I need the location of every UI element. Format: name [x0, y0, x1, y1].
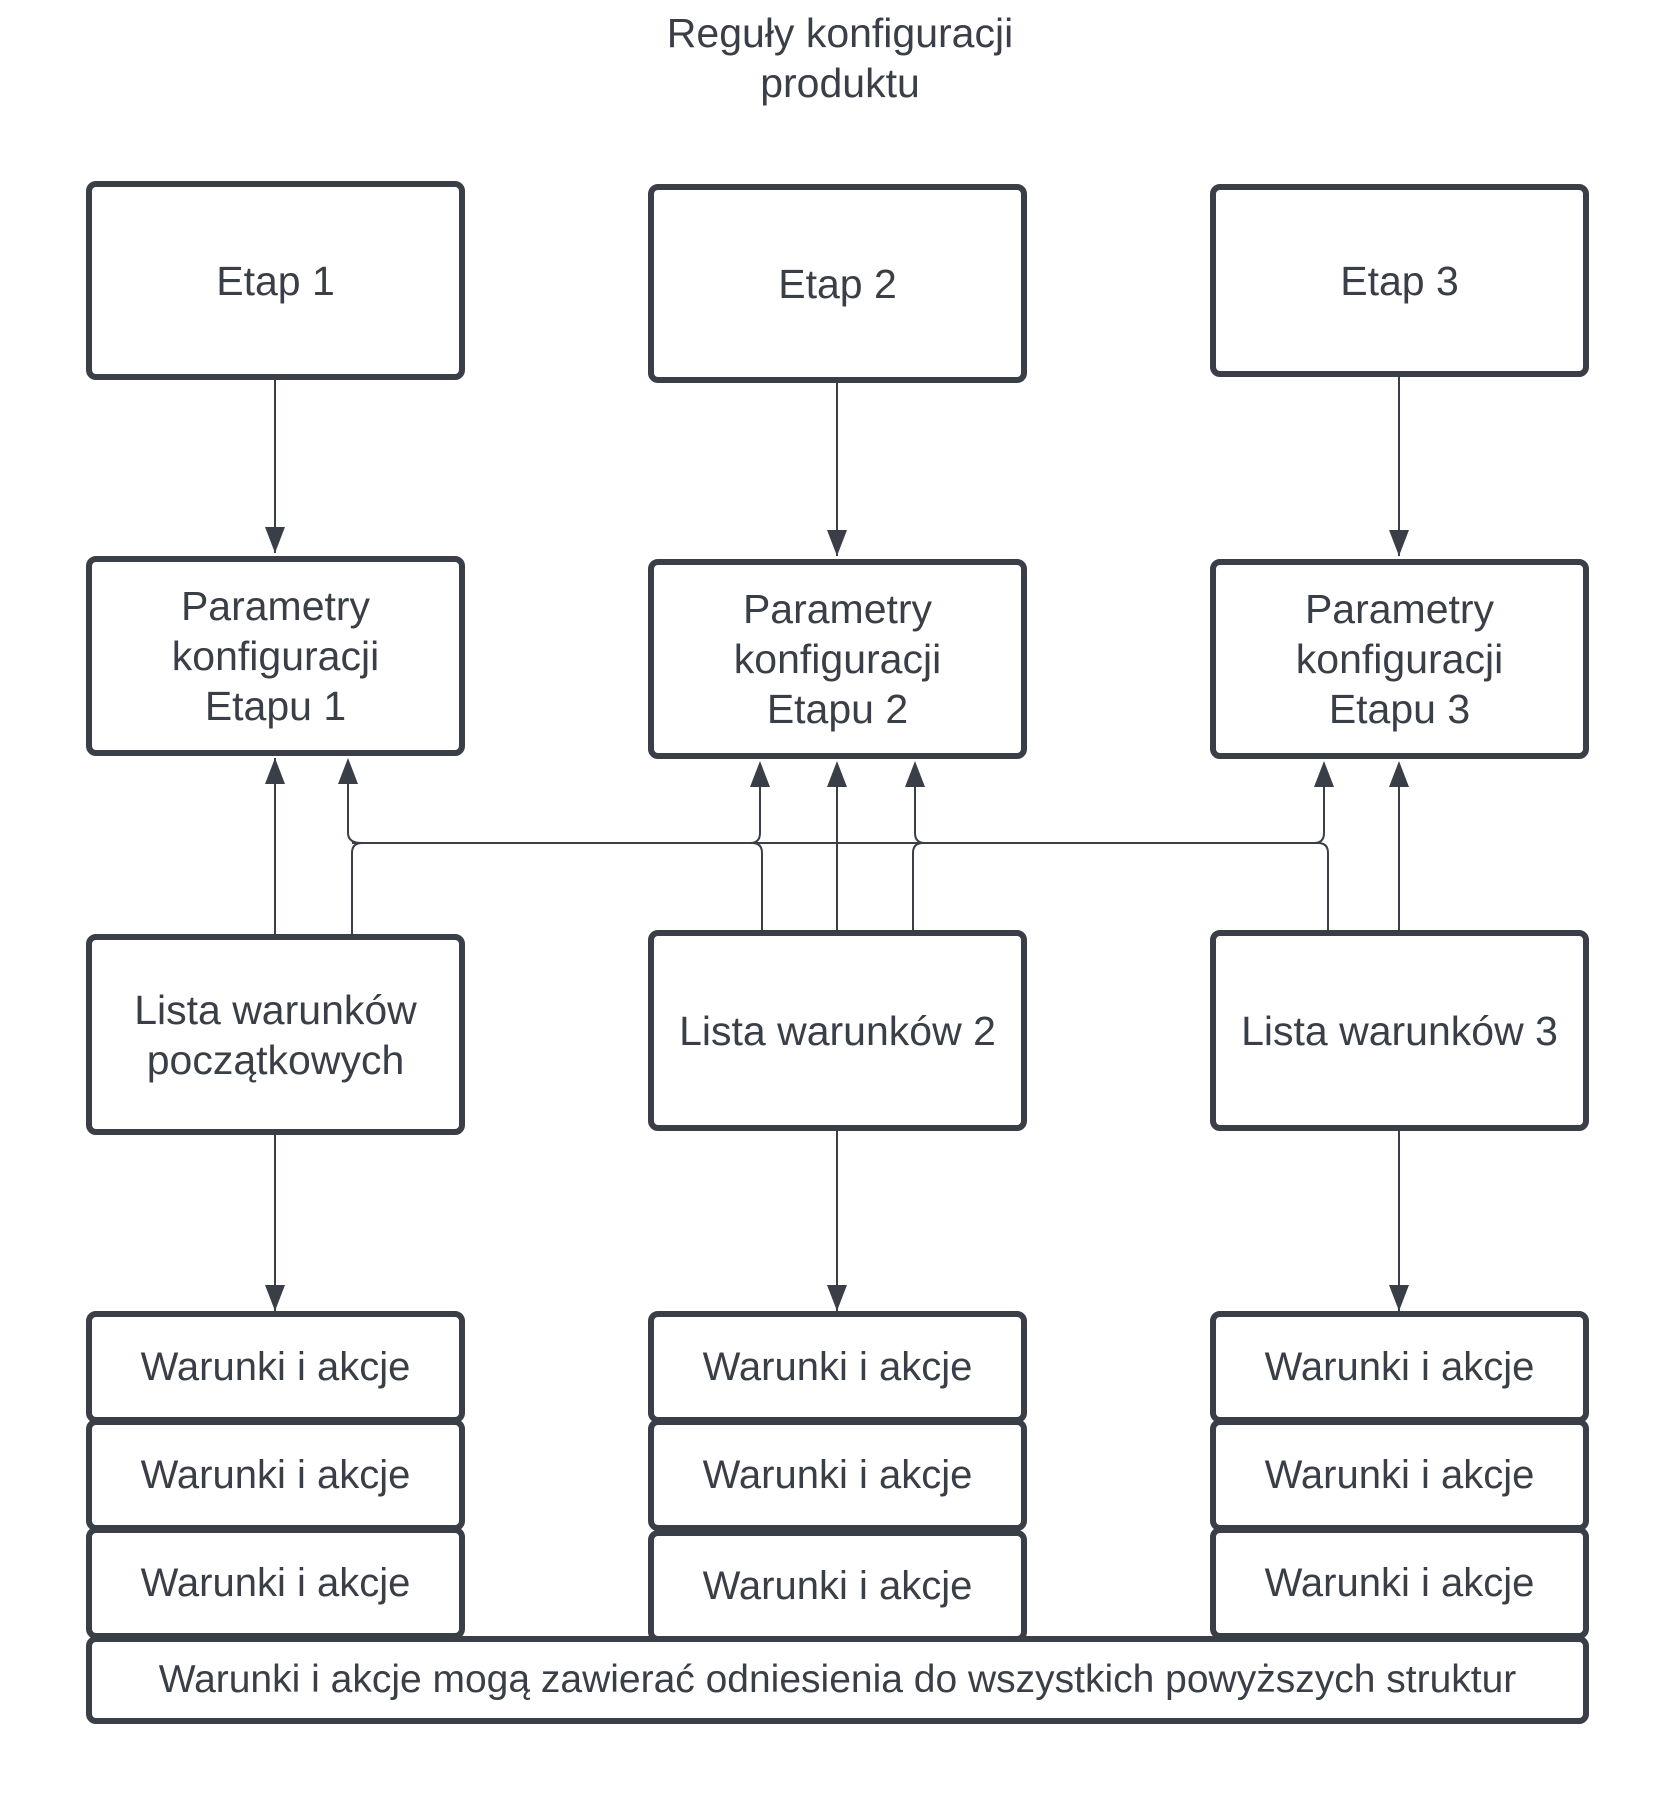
bus-to-params3: [1313, 787, 1325, 844]
diagram-title: Reguły konfiguracji produktu: [540, 8, 1140, 108]
arrowhead-params2-bottom-a: [750, 761, 770, 787]
stage-3-label: Etap 3: [1340, 257, 1459, 304]
params-1-label: Parametry konfiguracji Etapu 1: [171, 583, 380, 729]
arrowhead-params2-top: [827, 530, 847, 556]
params-2-label: Parametry konfiguracji Etapu 2: [733, 586, 942, 732]
arrowhead-params3-bottom-b: [1389, 761, 1409, 787]
arrowhead-params2-bottom-c: [905, 761, 925, 787]
riser-list2-a: [751, 842, 763, 930]
stage-2-box[interactable]: Etap 2: [648, 184, 1027, 383]
rule-3-2-box[interactable]: Warunki i akcje: [1210, 1419, 1589, 1531]
rule-2-3-box[interactable]: Warunki i akcje: [648, 1530, 1027, 1642]
params-3-label: Parametry konfiguracji Etapu 3: [1295, 586, 1504, 732]
stage-1-box[interactable]: Etap 1: [86, 181, 465, 380]
arrowhead-params2-bottom-b: [827, 761, 847, 787]
rule-1-2-label: Warunki i akcje: [140, 1453, 411, 1497]
rule-2-3-label: Warunki i akcje: [702, 1564, 973, 1608]
diagram-title-text: Reguły konfiguracji produktu: [666, 10, 1014, 106]
stage-3-box[interactable]: Etap 3: [1210, 184, 1589, 377]
arrowhead-params1-bottom-b: [338, 758, 358, 784]
bus-to-params1: [347, 784, 363, 844]
params-3-box[interactable]: Parametry konfiguracji Etapu 3: [1210, 559, 1589, 759]
stage-2-label: Etap 2: [778, 260, 897, 307]
rule-1-1-label: Warunki i akcje: [140, 1345, 411, 1389]
params-1-box[interactable]: Parametry konfiguracji Etapu 1: [86, 556, 465, 756]
rule-1-1-box[interactable]: Warunki i akcje: [86, 1311, 465, 1423]
rule-2-2-label: Warunki i akcje: [702, 1453, 973, 1497]
rule-3-3-label: Warunki i akcje: [1264, 1561, 1535, 1605]
footer-note-label: Warunki i akcje mogą zawierać odniesieni…: [158, 1658, 1517, 1701]
rule-3-1-box[interactable]: Warunki i akcje: [1210, 1311, 1589, 1423]
conditions-2-label: Lista warunków 2: [679, 1007, 996, 1054]
arrowhead-params1-top: [265, 527, 285, 553]
arrowhead-params3-top: [1389, 530, 1409, 556]
rule-2-1-label: Warunki i akcje: [702, 1345, 973, 1389]
rule-1-3-label: Warunki i akcje: [140, 1561, 411, 1605]
conditions-2-box[interactable]: Lista warunków 2: [648, 930, 1027, 1131]
rule-3-3-box[interactable]: Warunki i akcje: [1210, 1527, 1589, 1639]
rule-2-1-box[interactable]: Warunki i akcje: [648, 1311, 1027, 1423]
bus-to-params2-c: [914, 787, 926, 844]
bus-to-params2-a: [749, 787, 761, 844]
conditions-3-label: Lista warunków 3: [1241, 1007, 1558, 1054]
arrowhead-params3-bottom-a: [1314, 761, 1334, 787]
rule-1-3-box[interactable]: Warunki i akcje: [86, 1527, 465, 1639]
params-2-box[interactable]: Parametry konfiguracji Etapu 2: [648, 559, 1027, 759]
rule-2-2-box[interactable]: Warunki i akcje: [648, 1419, 1027, 1531]
riser-list2-c: [912, 842, 924, 930]
riser-list3-a: [1317, 842, 1329, 930]
conditions-1-label: Lista warunków początkowych: [134, 986, 417, 1083]
arrowhead-params1-bottom-a: [265, 758, 285, 784]
conditions-3-box[interactable]: Lista warunków 3: [1210, 930, 1589, 1131]
rule-3-2-label: Warunki i akcje: [1264, 1453, 1535, 1497]
riser-list1-to-bus: [351, 842, 363, 935]
arrowhead-rules3: [1389, 1285, 1409, 1311]
footer-note-box[interactable]: Warunki i akcje mogą zawierać odniesieni…: [86, 1636, 1589, 1724]
rule-1-2-box[interactable]: Warunki i akcje: [86, 1419, 465, 1531]
arrowhead-rules2: [827, 1285, 847, 1311]
stage-1-label: Etap 1: [216, 257, 335, 304]
rule-3-1-label: Warunki i akcje: [1264, 1345, 1535, 1389]
arrowhead-rules1: [265, 1285, 285, 1311]
conditions-1-box[interactable]: Lista warunków początkowych: [86, 934, 465, 1135]
